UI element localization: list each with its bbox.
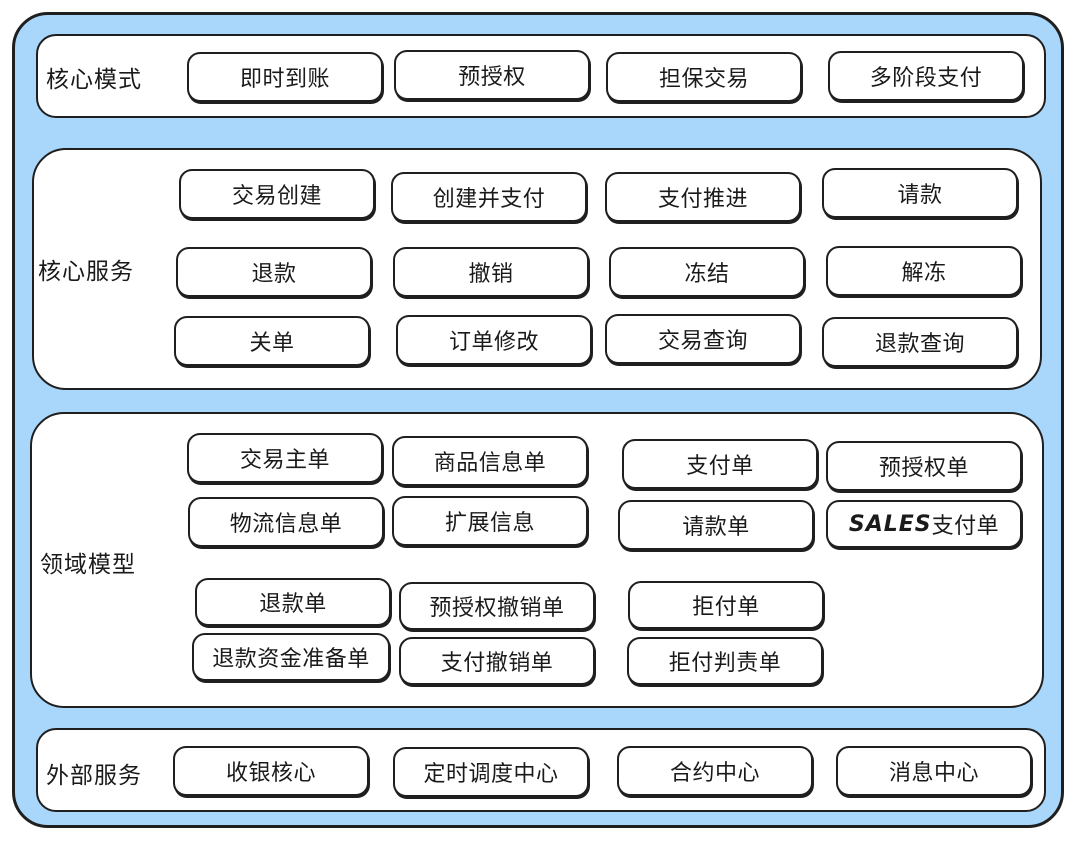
service-query-refund: 退款查询: [822, 317, 1018, 367]
service-cancel: 撤销: [393, 247, 589, 297]
model-payment-order: 支付单: [622, 439, 818, 489]
sales-payment-suffix: 支付单: [931, 514, 1000, 539]
external-scheduler-center: 定时调度中心: [393, 747, 589, 797]
model-chargeback-order: 拒付单: [628, 581, 824, 629]
service-freeze: 冻结: [609, 247, 805, 297]
external-services-label: 外部服务: [46, 763, 142, 789]
domain-model-label: 领域模型: [40, 552, 136, 578]
model-pre-auth-cancel-order: 预授权撤销单: [399, 582, 595, 630]
external-cashier-core: 收银核心: [173, 746, 369, 796]
sales-prefix: SALES: [848, 511, 932, 537]
service-close-order: 关单: [174, 316, 370, 366]
core-services-label: 核心服务: [38, 259, 134, 285]
model-capture-order: 请款单: [618, 500, 814, 550]
model-chargeback-liability-order: 拒付判责单: [627, 637, 823, 685]
model-refund-fund-prep-order: 退款资金准备单: [192, 633, 390, 681]
service-create-trade: 交易创建: [179, 169, 375, 219]
model-logistics-info-order: 物流信息单: [188, 497, 384, 547]
mode-escrow-transaction: 担保交易: [606, 52, 802, 102]
service-create-and-pay: 创建并支付: [391, 172, 587, 222]
mode-pre-authorization: 预授权: [394, 50, 590, 100]
service-query-trade: 交易查询: [605, 314, 801, 364]
model-pre-authorization-order: 预授权单: [826, 441, 1022, 491]
service-capture: 请款: [822, 168, 1018, 218]
mode-multi-stage-payment: 多阶段支付: [828, 51, 1024, 101]
service-refund: 退款: [176, 247, 372, 297]
service-modify-order: 订单修改: [396, 315, 592, 365]
model-extended-info: 扩展信息: [392, 496, 588, 546]
mode-instant-payment: 即时到账: [187, 52, 383, 102]
model-trade-main-order: 交易主单: [187, 433, 383, 483]
service-payment-advance: 支付推进: [605, 172, 801, 222]
core-modes-label: 核心模式: [46, 67, 142, 93]
model-refund-order: 退款单: [195, 578, 391, 626]
external-contract-center: 合约中心: [617, 746, 813, 796]
model-goods-info-order: 商品信息单: [392, 436, 588, 486]
model-payment-cancel-order: 支付撤销单: [399, 637, 595, 685]
service-unfreeze: 解冻: [826, 246, 1022, 296]
external-message-center: 消息中心: [836, 746, 1032, 796]
